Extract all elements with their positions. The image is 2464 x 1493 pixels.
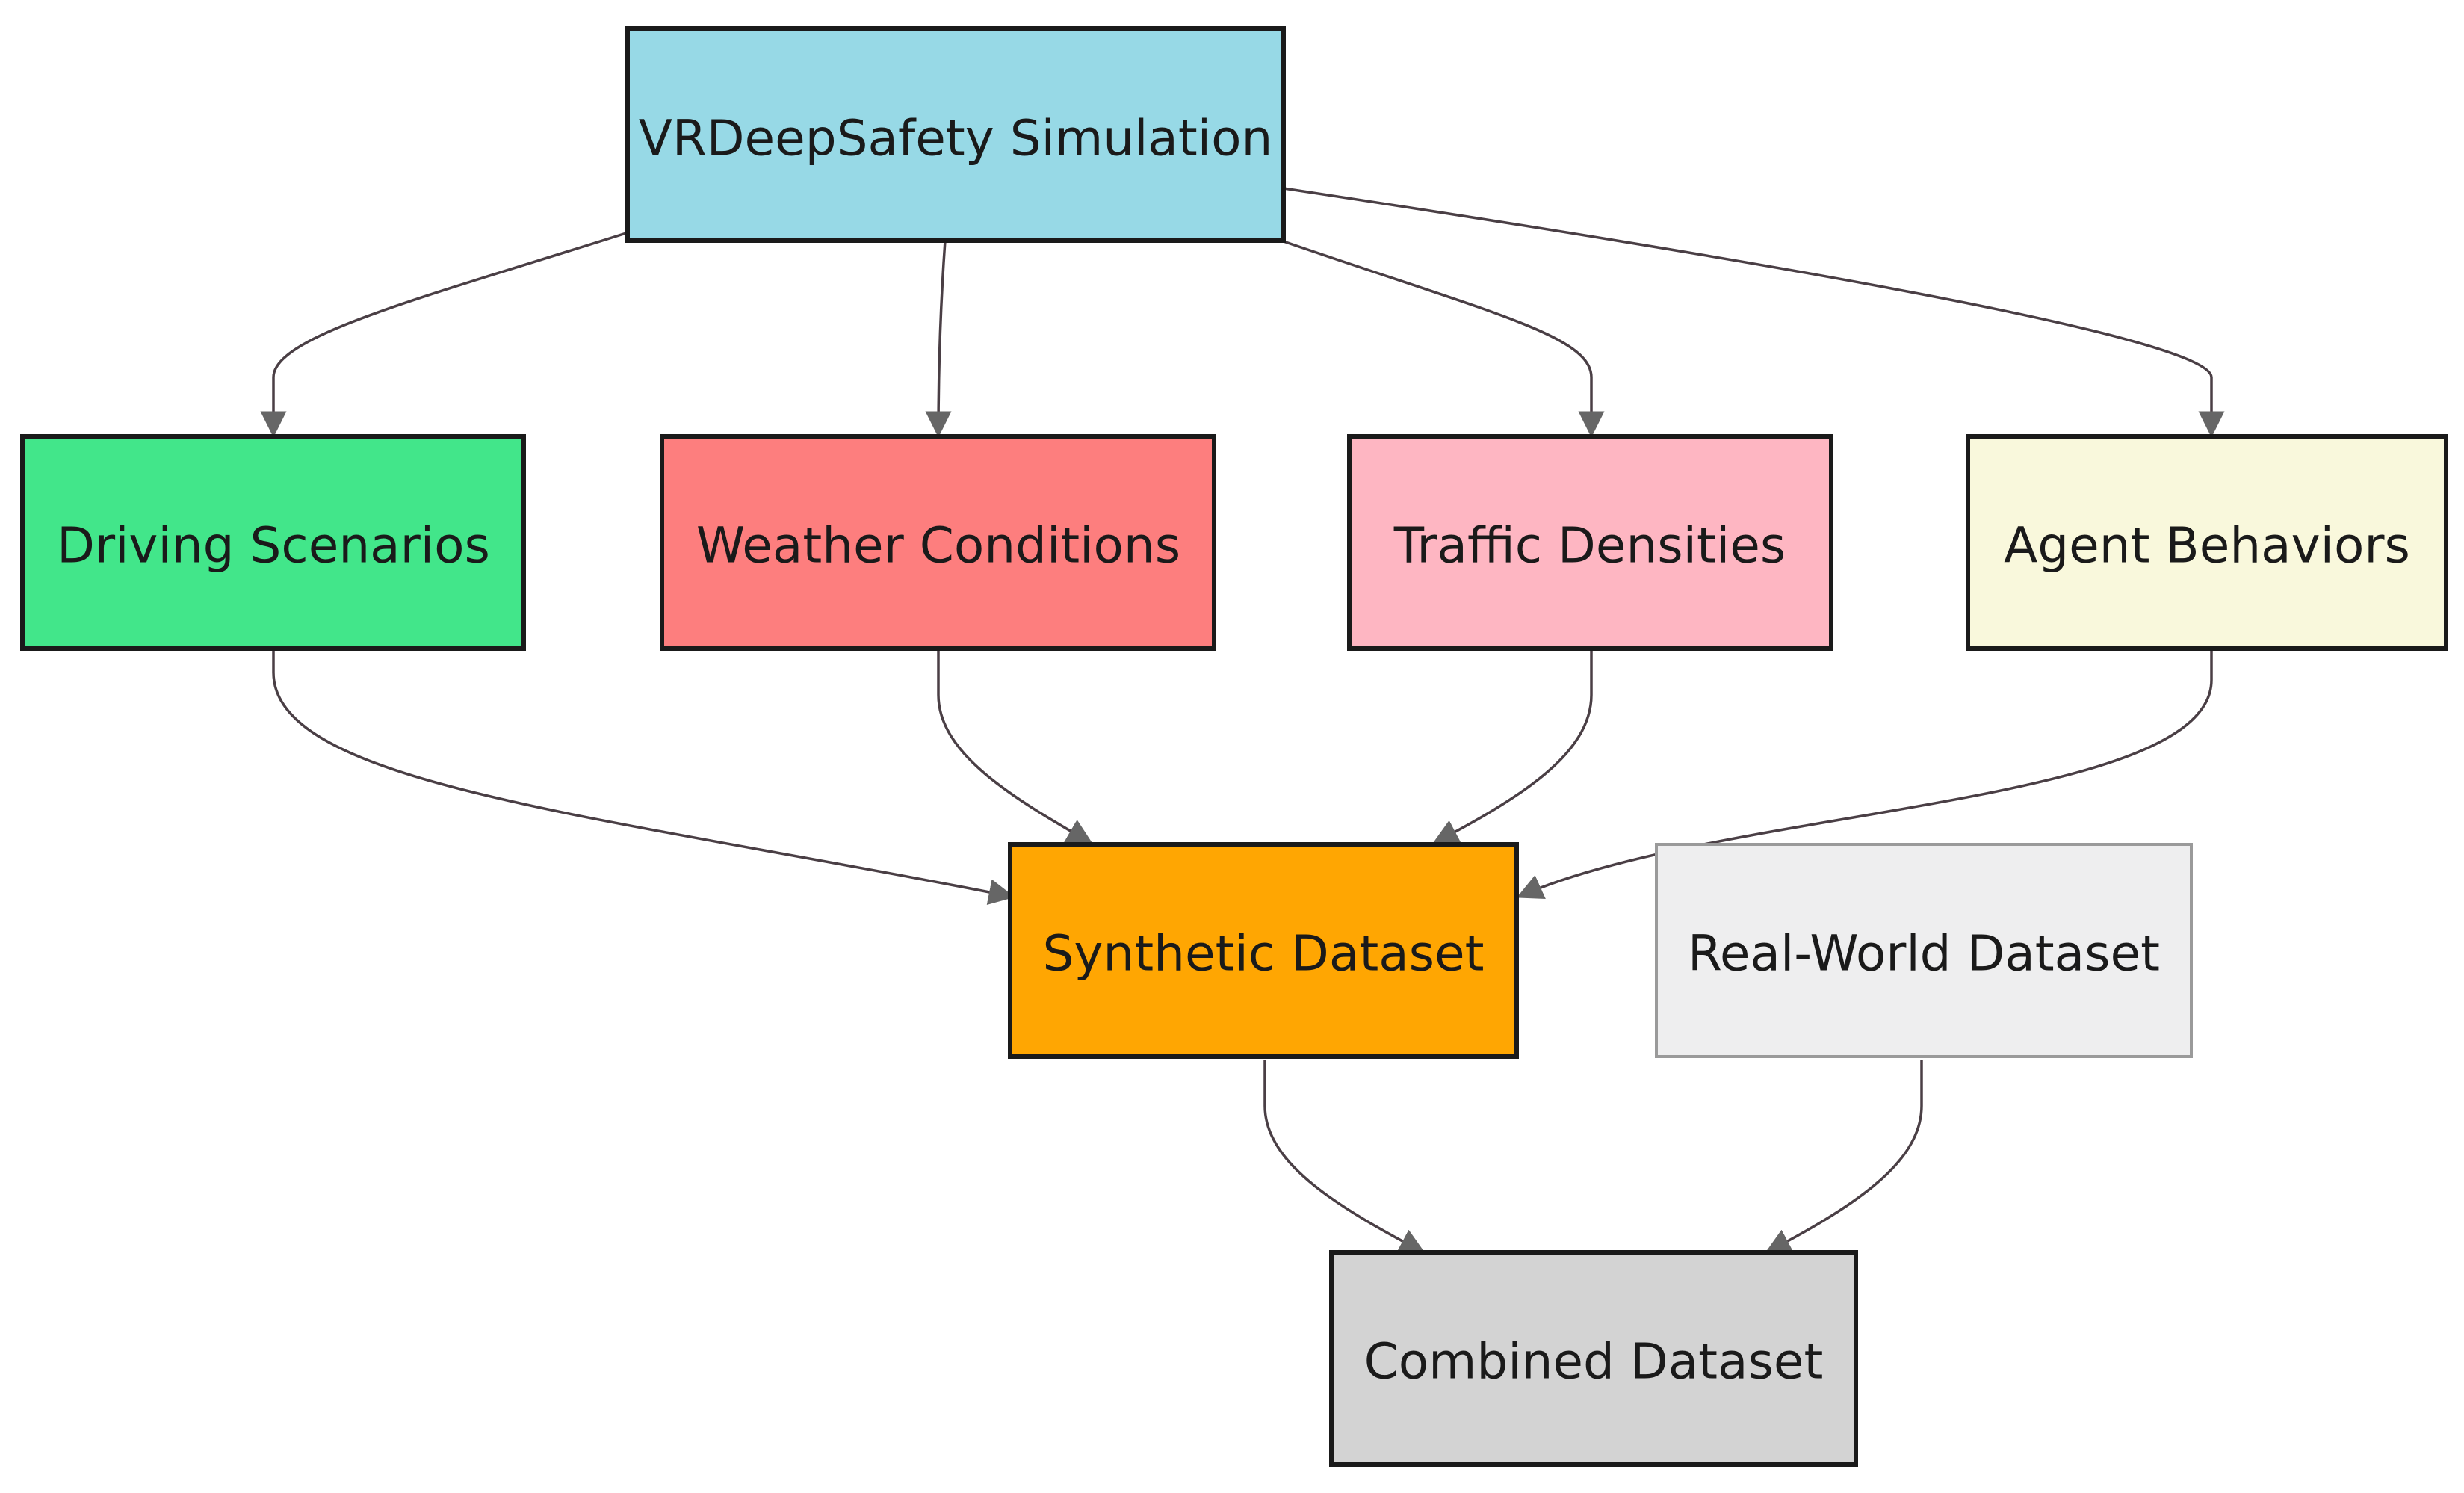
node-driving: Driving Scenarios xyxy=(20,434,526,651)
node-weather-box xyxy=(660,434,1216,651)
edge-driving-to-synthetic xyxy=(272,649,1015,906)
edge-sim-to-traffic xyxy=(1281,239,1605,438)
node-synthetic: Synthetic Dataset xyxy=(1008,842,1519,1059)
node-realworld-box xyxy=(1655,843,2193,1058)
node-synthetic-label: Synthetic Dataset xyxy=(1042,925,1484,983)
edge-sim-to-weather xyxy=(925,240,952,438)
node-layer: VRDeepSafety Simulation Driving Scenario… xyxy=(20,26,2448,1467)
node-realworld: Real-World Dataset xyxy=(1655,843,2193,1058)
node-agent-box xyxy=(1966,434,2448,651)
node-combined: Combined Dataset xyxy=(1329,1250,1858,1467)
node-sim-label: VRDeepSafety Simulation xyxy=(639,110,1273,167)
node-sim: VRDeepSafety Simulation xyxy=(625,26,1286,243)
node-weather-label: Weather Conditions xyxy=(696,517,1180,575)
node-realworld-label: Real-World Dataset xyxy=(1688,925,2160,983)
node-traffic-label: Traffic Densities xyxy=(1393,517,1786,575)
edge-sim-to-agent xyxy=(1283,187,2225,438)
node-combined-box xyxy=(1329,1250,1858,1467)
node-sim-box xyxy=(625,26,1286,243)
node-driving-label: Driving Scenarios xyxy=(57,517,490,575)
node-traffic-box xyxy=(1347,434,1833,651)
node-traffic: Traffic Densities xyxy=(1347,434,1833,651)
node-driving-box xyxy=(20,434,526,651)
node-combined-label: Combined Dataset xyxy=(1364,1333,1824,1391)
edge-synthetic-to-combined xyxy=(1263,1060,1426,1254)
edge-sim-to-driving xyxy=(260,232,627,438)
node-synthetic-box xyxy=(1008,842,1519,1059)
edge-agent-to-synthetic xyxy=(1516,649,2213,900)
edge-traffic-to-synthetic xyxy=(1431,649,1593,844)
node-agent-label: Agent Behaviors xyxy=(2004,517,2410,575)
edge-layer xyxy=(260,187,2225,1254)
edge-weather-to-synthetic xyxy=(937,649,1094,844)
edge-realworld-to-combined xyxy=(1764,1060,1923,1254)
node-agent: Agent Behaviors xyxy=(1966,434,2448,651)
node-weather: Weather Conditions xyxy=(660,434,1216,651)
